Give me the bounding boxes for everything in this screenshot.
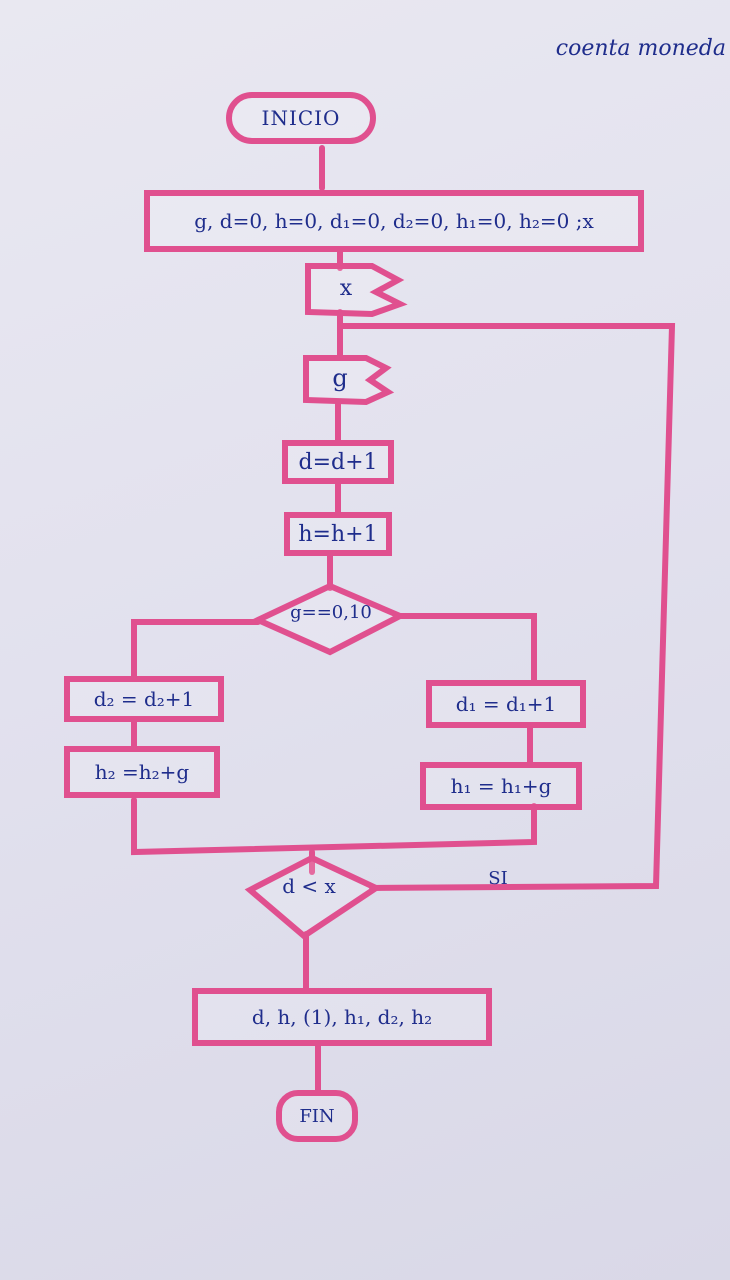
output-box: d, h, (1), h₁, d₂, h₂	[192, 988, 492, 1046]
init-label: g, d=0, h=0, d₁=0, d₂=0, h₁=0, h₂=0 ;x	[194, 209, 594, 233]
page-title: coenta moneda	[555, 36, 726, 61]
init-box: g, d=0, h=0, d₁=0, d₂=0, h₁=0, h₂=0 ;x	[144, 190, 644, 252]
input-shape-x	[305, 263, 408, 318]
start-label: INICIO	[261, 106, 341, 130]
process-d-increment: d=d+1	[282, 440, 394, 484]
process-h1-label: h₁ = h₁+g	[450, 774, 552, 798]
decision-d-label: d < x	[282, 874, 336, 898]
input-x-label: x	[339, 276, 353, 301]
process-d1-label: d₁ = d₁+1	[455, 692, 557, 716]
process-d2-increment: d₂ = d₂+1	[64, 676, 224, 722]
decision-g-label: g==0,10	[290, 602, 372, 623]
process-h-label: h=h+1	[298, 521, 378, 547]
end-terminal: FIN	[276, 1090, 358, 1142]
process-d-label: d=d+1	[298, 449, 378, 475]
process-d1-increment: d₁ = d₁+1	[426, 680, 586, 728]
decision-diamond-g	[250, 582, 408, 656]
process-h-increment: h=h+1	[284, 512, 392, 556]
start-terminal: INICIO	[226, 92, 376, 144]
decision-diamond-d	[244, 854, 383, 940]
end-label: FIN	[299, 1105, 335, 1127]
loop-yes-label: SI	[488, 868, 508, 889]
process-h2-accumulate: h₂ =h₂+g	[64, 746, 220, 798]
input-g-label: g	[332, 364, 348, 392]
process-h1-accumulate: h₁ = h₁+g	[420, 762, 582, 810]
process-d2-label: d₂ = d₂+1	[93, 687, 195, 711]
input-shape-g	[303, 355, 395, 406]
output-label: d, h, (1), h₁, d₂, h₂	[251, 1005, 433, 1029]
process-h2-label: h₂ =h₂+g	[94, 760, 190, 784]
